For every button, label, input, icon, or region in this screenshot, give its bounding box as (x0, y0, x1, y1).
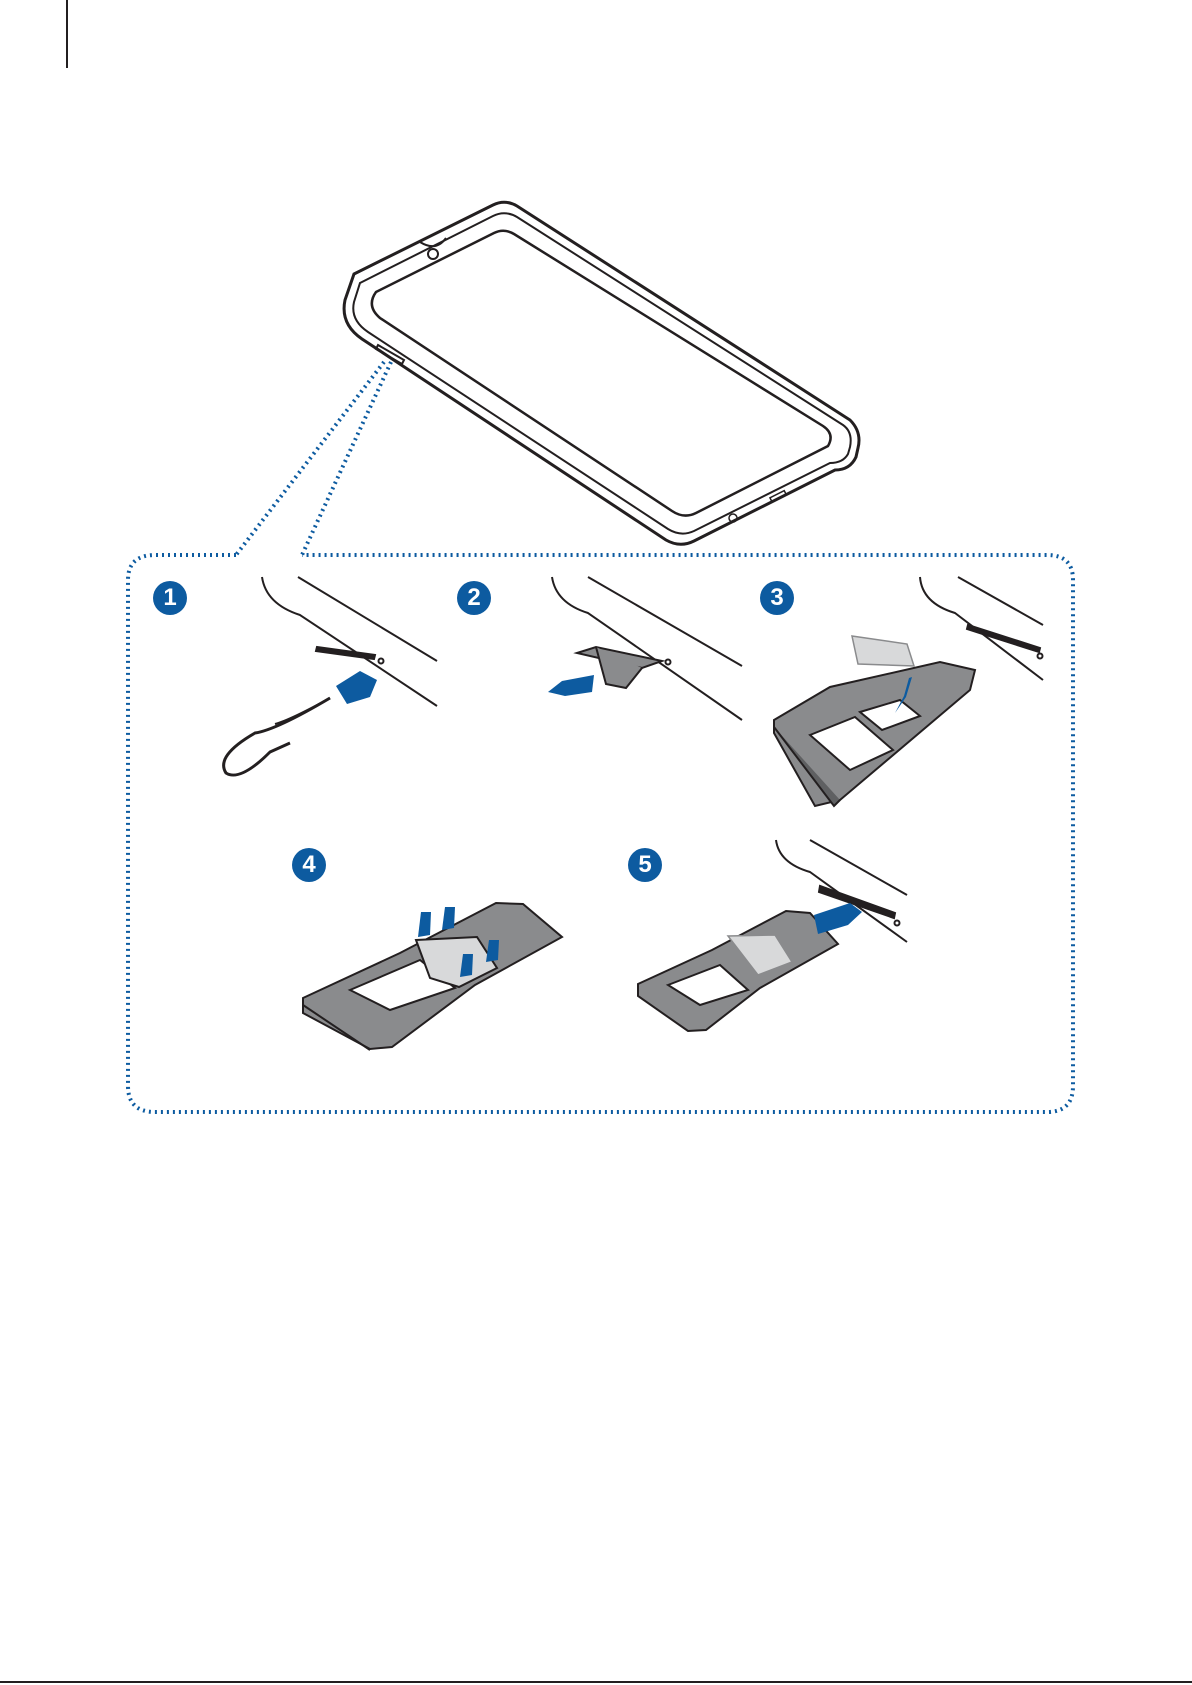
footer-rule (0, 1681, 1192, 1683)
arrow-icon (548, 675, 594, 696)
arrow-icon (336, 671, 377, 704)
step-1-illustration (224, 577, 437, 775)
ejection-pin-icon (224, 698, 330, 775)
sim-card-icon (852, 636, 914, 666)
sim-tray-icon (638, 911, 838, 1031)
step-3-illustration (774, 577, 1043, 806)
step-badge-3: 3 (760, 581, 794, 615)
step-2-illustration (548, 577, 742, 720)
step-badge-1: 1 (153, 581, 187, 615)
phone-illustration (344, 202, 859, 544)
step-badge-5: 5 (628, 848, 662, 882)
step-badge-2: 2 (457, 581, 491, 615)
step-badge-4: 4 (292, 848, 326, 882)
step-5-illustration (638, 840, 907, 1031)
arrow-icon (814, 903, 862, 934)
zoom-callout (128, 362, 1073, 1112)
step-4-illustration (303, 903, 562, 1050)
